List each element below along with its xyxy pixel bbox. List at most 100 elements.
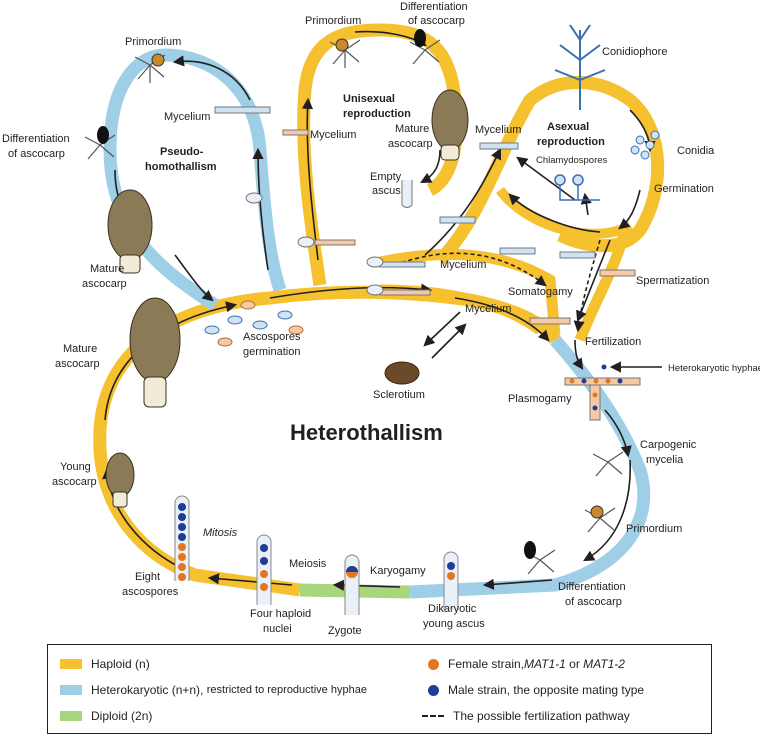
- arrow-main-top: [269, 283, 433, 299]
- spores-germination: [204, 300, 304, 347]
- label-four-1: Four haploid: [250, 608, 311, 620]
- label-diff-right-1: Differentiation: [558, 581, 626, 593]
- label-empty-ascus-2: ascus: [372, 185, 401, 197]
- legend-item-heterokaryotic: Heterokaryotic (n+n), restricted to repr…: [60, 683, 367, 697]
- label-chlamydospores: Chlamydospores: [536, 155, 608, 166]
- arrow-chlamydospores: [516, 156, 576, 201]
- label-zygote: Zygote: [328, 625, 362, 637]
- label-mature-main-2: ascocarp: [55, 358, 100, 370]
- label-carpogenic-2: mycelia: [646, 454, 684, 466]
- male-nucleus: [260, 557, 268, 565]
- label-mycelium-uni: Mycelium: [310, 129, 356, 141]
- label-plasmogamy: Plasmogamy: [508, 393, 572, 405]
- label-diff-top-2: of ascocarp: [408, 15, 465, 27]
- ascus-zygote: [344, 554, 360, 615]
- label-diff-left-2: of ascocarp: [8, 148, 65, 160]
- label-eight-1: Eight: [135, 571, 160, 583]
- legend: Haploid (n) Heterokaryotic (n+n), restri…: [47, 644, 712, 734]
- pseudo-title-2: homothallism: [145, 161, 217, 173]
- diff-right-shape: [524, 541, 536, 559]
- female-nucleus: [592, 392, 598, 398]
- female-nucleus: [593, 378, 599, 384]
- arrow-asex-return: [508, 193, 601, 233]
- male-nucleus: [617, 378, 623, 384]
- legend-female-prefix: Female strain,: [448, 657, 525, 671]
- hyphae-nuclei: [569, 364, 623, 411]
- female-nucleus: [260, 583, 268, 591]
- unisexual-title-1: Unisexual: [343, 93, 395, 105]
- ascus-four-nuclei: [256, 534, 272, 605]
- haploid-swatch: [60, 659, 82, 669]
- zygote-male-half: [346, 566, 358, 572]
- label-mycelium-pseudo: Mycelium: [164, 111, 210, 123]
- ascus-dikaryotic-wall: [443, 551, 459, 610]
- legend-diploid-label: Diploid (2n): [91, 709, 153, 723]
- label-mitosis: Mitosis: [203, 527, 238, 539]
- label-heterokaryotic-hyphae: Heterokaryotic hyphae: [668, 363, 760, 374]
- empty-ascus-shape: [401, 180, 413, 208]
- germinating-spores: [245, 192, 384, 296]
- female-nucleus: [178, 573, 186, 581]
- label-primordium-top: Primordium: [305, 15, 361, 27]
- male-nucleus: [178, 523, 186, 531]
- male-nucleus: [581, 378, 587, 384]
- label-carpogenic-1: Carpogenic: [640, 439, 697, 451]
- female-nucleus: [260, 570, 268, 578]
- ascus-zygote-wall: [344, 554, 360, 615]
- legend-item-haploid: Haploid (n): [60, 657, 150, 671]
- legend-dashed-label: The possible fertilization pathway: [453, 709, 630, 723]
- primordium-right-shape: [590, 505, 604, 519]
- label-primordium-right: Primordium: [626, 523, 682, 535]
- heterothallism-title: Heterothallism: [290, 420, 443, 445]
- legend-item-female: Female strain, MAT1-1 or MAT1-2: [428, 657, 625, 671]
- legend-male-label: Male strain, the opposite mating type: [448, 683, 645, 697]
- male-nucleus: [592, 405, 598, 411]
- asexual-title-1: Asexual: [547, 121, 589, 133]
- legend-female-mat1: MAT1-1: [524, 657, 566, 671]
- diff-top-shape: [414, 29, 426, 47]
- conidia-cluster: [630, 130, 660, 160]
- asexual-title-2: reproduction: [537, 136, 605, 148]
- label-conidiophore: Conidiophore: [602, 46, 667, 58]
- legend-heterokaryotic-label: Heterokaryotic (n+n),: [91, 683, 204, 697]
- arrow-germination: [618, 189, 641, 230]
- label-meiosis: Meiosis: [289, 558, 327, 570]
- label-sclerotium: Sclerotium: [373, 389, 425, 401]
- female-nucleus: [447, 572, 455, 580]
- legend-heterokaryotic-note: restricted to reproductive hyphae: [206, 684, 367, 696]
- male-nucleus: [447, 562, 455, 570]
- ascus-eight-ascospores: [174, 495, 190, 581]
- arrow-plasmogamy: [604, 409, 632, 458]
- label-mature-uni-1: Mature: [395, 123, 429, 135]
- asexual-loop-band: [435, 75, 665, 265]
- label-mycelium-mid: Mycelium: [440, 259, 486, 271]
- label-spermatization: Spermatization: [636, 275, 709, 287]
- label-ascospores-germ-2: germination: [243, 346, 300, 358]
- primordium-top-shape: [335, 38, 349, 52]
- dashed-arrow-spermatization: [573, 239, 601, 333]
- female-nucleus: [178, 543, 186, 551]
- male-nucleus: [178, 513, 186, 521]
- label-dikaryotic-1: Dikaryotic: [428, 603, 477, 615]
- label-eight-2: ascospores: [122, 586, 179, 598]
- morel-mature-left: [107, 189, 153, 274]
- arrow-pseudo-up: [252, 147, 269, 271]
- male-nucleus: [178, 503, 186, 511]
- label-young-2: ascocarp: [52, 476, 97, 488]
- label-mycelium-asex: Mycelium: [475, 124, 521, 136]
- female-nucleus: [569, 378, 575, 384]
- morel-mature-main: [129, 297, 181, 408]
- sclerotium-shape: [384, 361, 420, 385]
- arrow-carpogenic: [583, 459, 632, 562]
- chlamydospore-shapes: [554, 174, 600, 201]
- pseudo-title-1: Pseudo-: [160, 146, 204, 158]
- male-nucleus: [178, 533, 186, 541]
- label-germination: Germination: [654, 183, 714, 195]
- female-nucleus: [178, 563, 186, 571]
- label-mature-uni-2: ascocarp: [388, 138, 433, 150]
- asci: [174, 364, 623, 615]
- label-karyogamy: Karyogamy: [370, 565, 426, 577]
- female-dot: [428, 658, 439, 670]
